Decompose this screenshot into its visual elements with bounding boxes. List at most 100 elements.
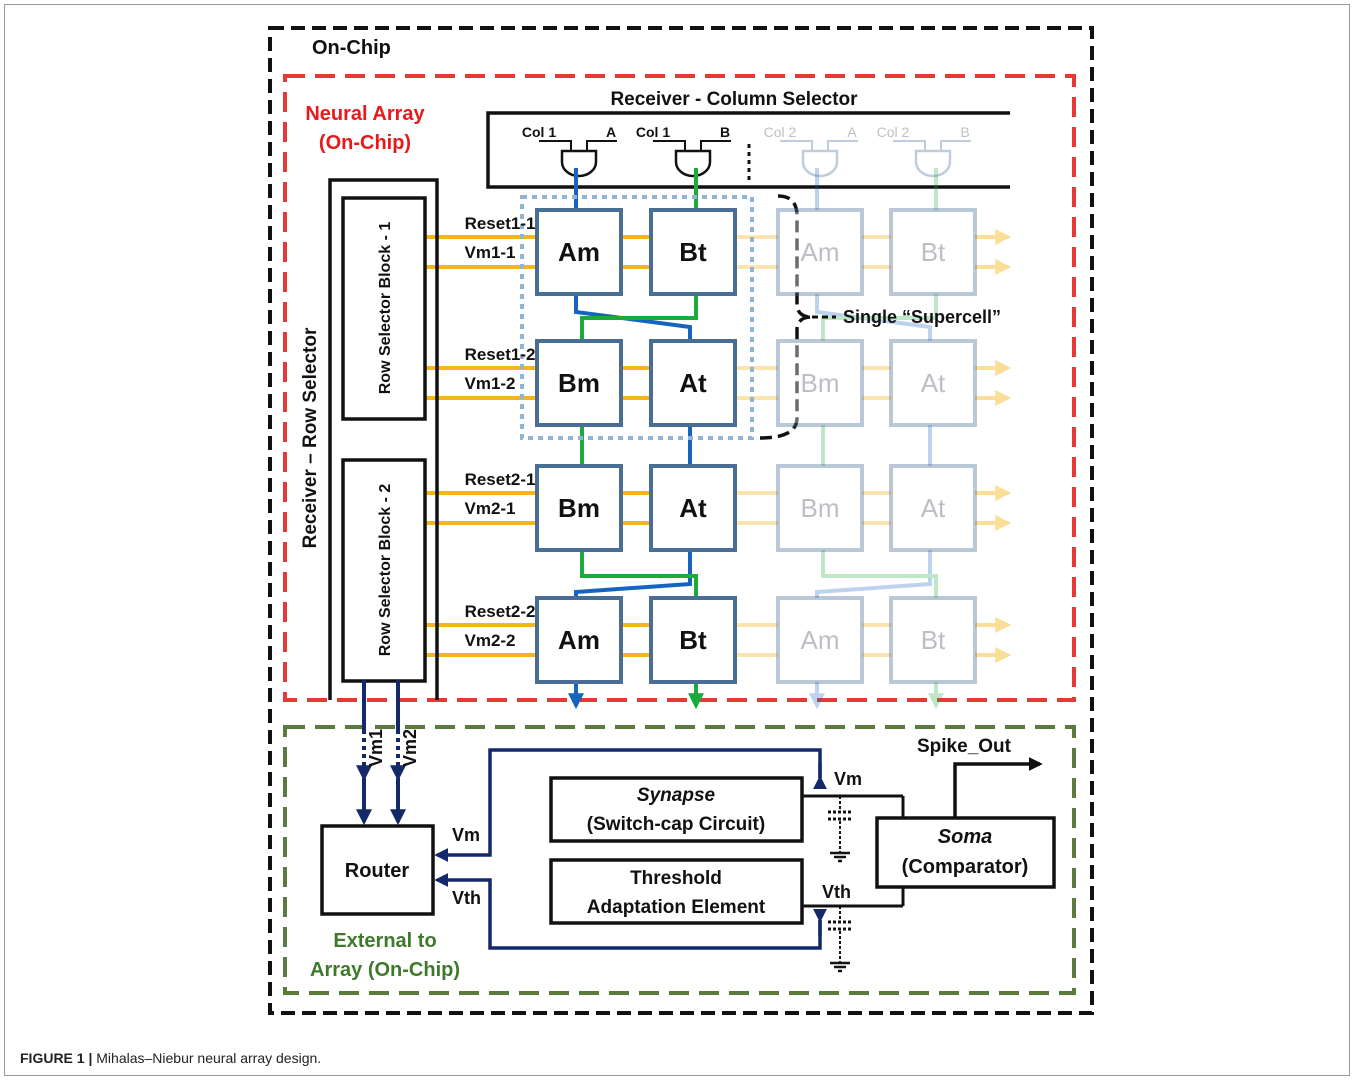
neuron-cell: Bt <box>889 208 977 296</box>
neuron-cell-label: Bt <box>921 237 946 267</box>
neuron-cell: Am <box>535 208 623 296</box>
neuron-cell-label: Am <box>801 237 840 267</box>
neuron-cell: Am <box>776 208 864 296</box>
neuron-cell-label: Bm <box>801 493 840 523</box>
neuron-cell-box <box>776 596 864 684</box>
synapse-label: Synapse <box>637 785 716 806</box>
row-vm-label: Vm2-2 <box>464 631 515 650</box>
router-label: Router <box>345 860 410 882</box>
column-selector-box <box>486 111 1010 189</box>
neuron-cell-box <box>776 339 864 427</box>
soma-block <box>875 816 1056 889</box>
column-wires <box>568 168 704 710</box>
neuron-cell-label: At <box>679 493 707 523</box>
gate-input-label: Col 1 <box>522 124 556 140</box>
on-chip-label: On-Chip <box>312 37 391 59</box>
router-vm-label: Vm <box>452 825 480 845</box>
neuron-cell: Bt <box>649 596 737 684</box>
neuron-cell-label: At <box>679 368 707 398</box>
neuron-cell: Bm <box>535 339 623 427</box>
and-gate: Col 1 B <box>636 124 731 178</box>
vm1-label: Vm1 <box>366 729 386 767</box>
external-wiring <box>356 680 1043 973</box>
neuron-cell: Am <box>776 596 864 684</box>
spike-out-label: Spike_Out <box>917 736 1012 757</box>
neuron-cell-label: At <box>921 368 946 398</box>
neuron-cell-box <box>776 464 864 552</box>
neuron-cell-box <box>889 339 977 427</box>
neuron-cell-box <box>889 596 977 684</box>
row-vm-label: Vm2-1 <box>464 499 515 518</box>
capacitor-ground-icon <box>828 906 852 973</box>
synapse-sublabel: (Switch-cap Circuit) <box>587 814 765 835</box>
neuron-cell-label: Bt <box>921 625 946 655</box>
soma-label: Soma <box>938 826 992 848</box>
row-selector-title: Receiver – Row Selector <box>300 327 321 548</box>
router-vth-label: Vth <box>452 888 481 908</box>
neural-array-boundary <box>283 74 1076 702</box>
neuron-cell-label: Bm <box>558 368 600 398</box>
external-label-line2: Array (On-Chip) <box>310 959 460 981</box>
router-block <box>320 824 435 916</box>
gate-input-label: B <box>720 124 730 140</box>
neuron-cell: Bt <box>649 208 737 296</box>
row-labels: Reset1-1Vm1-1Reset1-2Vm1-2Reset2-1Vm2-1R… <box>464 214 535 650</box>
figure-caption: FIGURE 1 | Mihalas–Niebur neural array d… <box>20 1050 321 1066</box>
neuron-cell: Bm <box>776 464 864 552</box>
wires <box>425 168 1012 710</box>
gate-input-label: Col 2 <box>764 124 797 140</box>
neural-array-label-line2: (On-Chip) <box>319 132 411 154</box>
neuron-cell-box <box>649 596 737 684</box>
threshold-label-line2: Adaptation Element <box>587 897 766 918</box>
figure-caption-label: FIGURE 1 | <box>20 1050 93 1066</box>
neuron-cell-box <box>535 339 623 427</box>
neuron-cell-box <box>649 339 737 427</box>
row-reset-label: Reset1-1 <box>465 214 536 233</box>
on-chip-boundary <box>268 26 1094 1015</box>
soma-sublabel: (Comparator) <box>902 856 1029 878</box>
gate-input-label: B <box>960 124 969 140</box>
neuron-cell: At <box>649 464 737 552</box>
neural-array-diagram: On-Chip Neural Array (On-Chip) External … <box>268 26 1094 1015</box>
neuron-cell-box <box>535 464 623 552</box>
gate-input-label: A <box>606 124 616 140</box>
row-selector-block-2-label: Row Selector Block - 2 <box>377 484 394 657</box>
row-reset-label: Reset2-1 <box>465 470 536 489</box>
synapse-block <box>549 776 804 843</box>
neuron-cell-box <box>649 208 737 296</box>
neuron-cell-box <box>535 208 623 296</box>
supercell-label: Single “Supercell” <box>843 307 1001 327</box>
neuron-cell: Bt <box>889 596 977 684</box>
neuron-cell-box <box>889 464 977 552</box>
gate-input-label: Col 1 <box>636 124 670 140</box>
neuron-cell: Bm <box>535 464 623 552</box>
neural-array-label-line1: Neural Array <box>305 103 425 125</box>
column-wires <box>809 168 944 710</box>
row-vm-label: Vm1-1 <box>464 243 515 262</box>
row-reset-label: Reset2-2 <box>465 602 536 621</box>
row-selector-box <box>328 178 439 700</box>
threshold-block <box>549 858 804 925</box>
neuron-cell-label: At <box>921 493 946 523</box>
threshold-label-line1: Threshold <box>630 868 722 889</box>
neuron-cell-label: Am <box>558 237 600 267</box>
external-label-line1: External to <box>333 930 436 952</box>
supercell-boundary <box>520 195 754 440</box>
row-selector-block-1-label: Row Selector Block - 1 <box>377 222 394 395</box>
neuron-cell-box <box>535 596 623 684</box>
neuron-cell-label: Bt <box>679 237 707 267</box>
row-reset-label: Reset1-2 <box>465 345 536 364</box>
neuron-cell-label: Bm <box>801 368 840 398</box>
soma-vth-label: Vth <box>822 882 851 902</box>
neuron-cell-label: Bt <box>679 625 707 655</box>
neuron-cell: At <box>889 339 977 427</box>
neuron-cell-box <box>649 464 737 552</box>
supercell-brace <box>759 194 813 440</box>
row-selector-block-2 <box>341 458 427 683</box>
soma-vm-label: Vm <box>834 769 862 789</box>
neuron-cell: Am <box>535 596 623 684</box>
external-array-boundary <box>283 725 1076 995</box>
